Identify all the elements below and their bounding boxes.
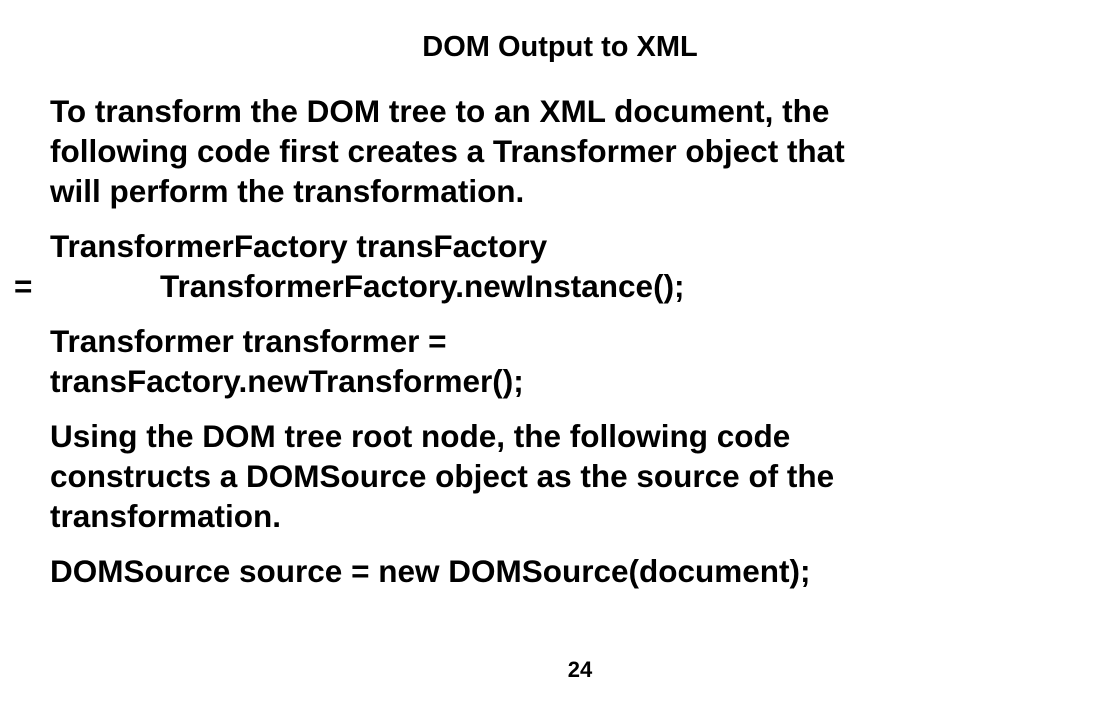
code-line: DOMSource source = new DOMSource(documen… (50, 553, 811, 589)
code-line: TransformerFactory transFactory (50, 228, 548, 264)
text-line: Using the DOM tree root node, the follow… (50, 418, 791, 454)
code-line: = TransformerFactory.newInstance(); (14, 266, 1060, 306)
slide-body: To transform the DOM tree to an XML docu… (14, 91, 1060, 606)
code-domsource: DOMSource source = new DOMSource(documen… (50, 551, 1060, 591)
code-transformer: Transformer transformer = transFactory.n… (50, 321, 1060, 401)
code-transformer-factory: TransformerFactory transFactory = Transfo… (14, 226, 1060, 306)
text-line: To transform the DOM tree to an XML docu… (50, 93, 830, 129)
code-equals: = (14, 268, 33, 304)
page-number: 24 (567, 657, 593, 682)
slide-title: DOM Output to XML (422, 31, 698, 63)
text-line: following code first creates a Transform… (50, 133, 845, 169)
text-line: transformation. (50, 498, 282, 534)
code-expression: TransformerFactory.newInstance(); (160, 268, 685, 304)
text-line: will perform the transformation. (50, 173, 525, 209)
code-line: transFactory.newTransformer(); (50, 363, 524, 399)
code-line: Transformer transformer = (50, 323, 447, 359)
paragraph-intro: To transform the DOM tree to an XML docu… (50, 91, 1060, 211)
paragraph-domsource: Using the DOM tree root node, the follow… (50, 416, 1060, 536)
text-line: constructs a DOMSource object as the sou… (50, 458, 835, 494)
